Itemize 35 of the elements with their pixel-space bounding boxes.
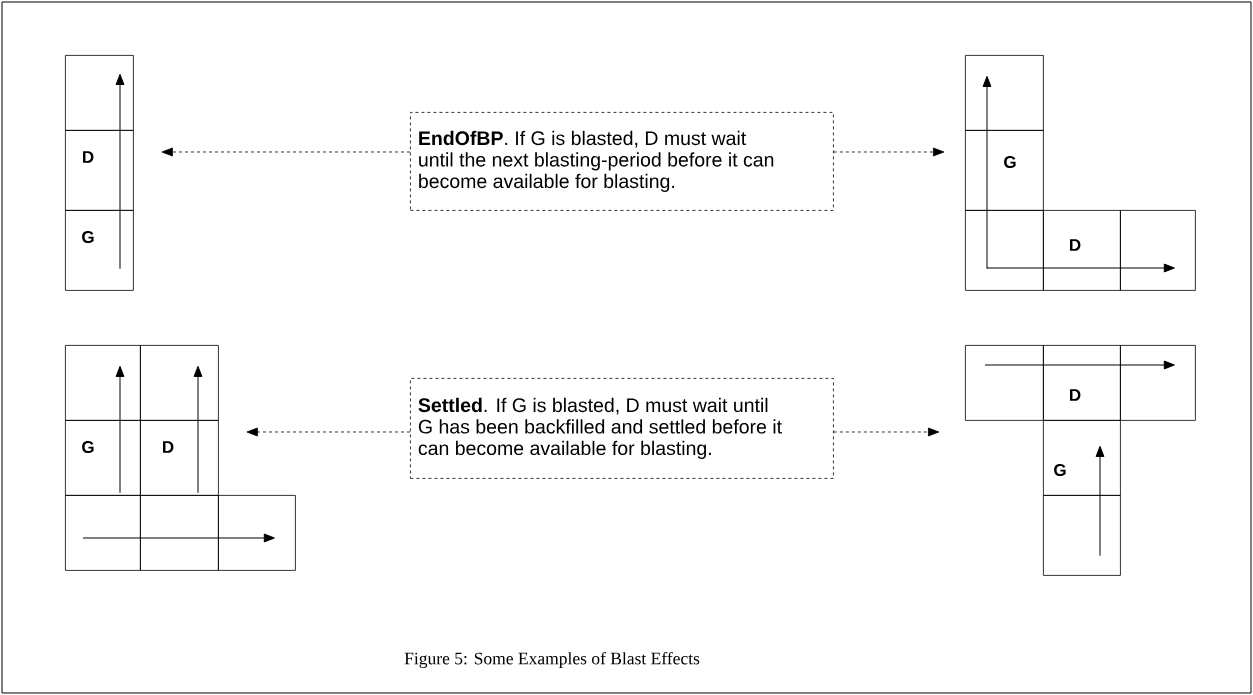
grid-cell: G <box>965 130 1044 211</box>
grid-cell <box>1043 495 1121 576</box>
grid-cell: D <box>1043 210 1121 291</box>
grid-cell: D <box>140 420 219 496</box>
arrow <box>193 365 203 494</box>
grid-cell <box>1120 345 1196 421</box>
arrow <box>833 427 940 437</box>
arrow <box>833 147 945 157</box>
arrow <box>161 147 411 157</box>
grid-cell: G <box>1043 420 1121 496</box>
text-box: Settled. If G is blasted, D must wait until G has been backfilled and settled before it can become available for blasting. <box>410 378 834 479</box>
grid-cell <box>965 55 1044 131</box>
caption: Figure 5: Some Examples of Blast Effects <box>404 651 700 669</box>
arrow <box>1042 360 1175 370</box>
grid-cell <box>1120 210 1196 291</box>
arrow <box>139 533 275 543</box>
grid-cell <box>140 345 219 421</box>
arrow <box>1042 263 1175 273</box>
grid-cell: D <box>65 130 134 211</box>
grid-cell <box>65 345 141 421</box>
text-box: EndOfBP. If G is blasted, D must wait until the next blasting-period before it can become available for blasting. <box>410 112 834 211</box>
grid-cell <box>965 210 1044 291</box>
grid-cell <box>65 55 134 131</box>
grid-cell: G <box>65 210 134 291</box>
arrow <box>115 365 125 494</box>
arrow <box>982 75 992 212</box>
grid-cell <box>218 495 296 571</box>
grid-cell: G <box>65 420 141 496</box>
arrow <box>1095 445 1105 557</box>
grid-cell <box>965 345 1044 421</box>
arrow <box>115 73 125 212</box>
grid-cell <box>140 495 219 571</box>
arrow <box>246 427 411 437</box>
grid-cell <box>65 495 141 571</box>
grid-cell: D <box>1043 345 1121 421</box>
